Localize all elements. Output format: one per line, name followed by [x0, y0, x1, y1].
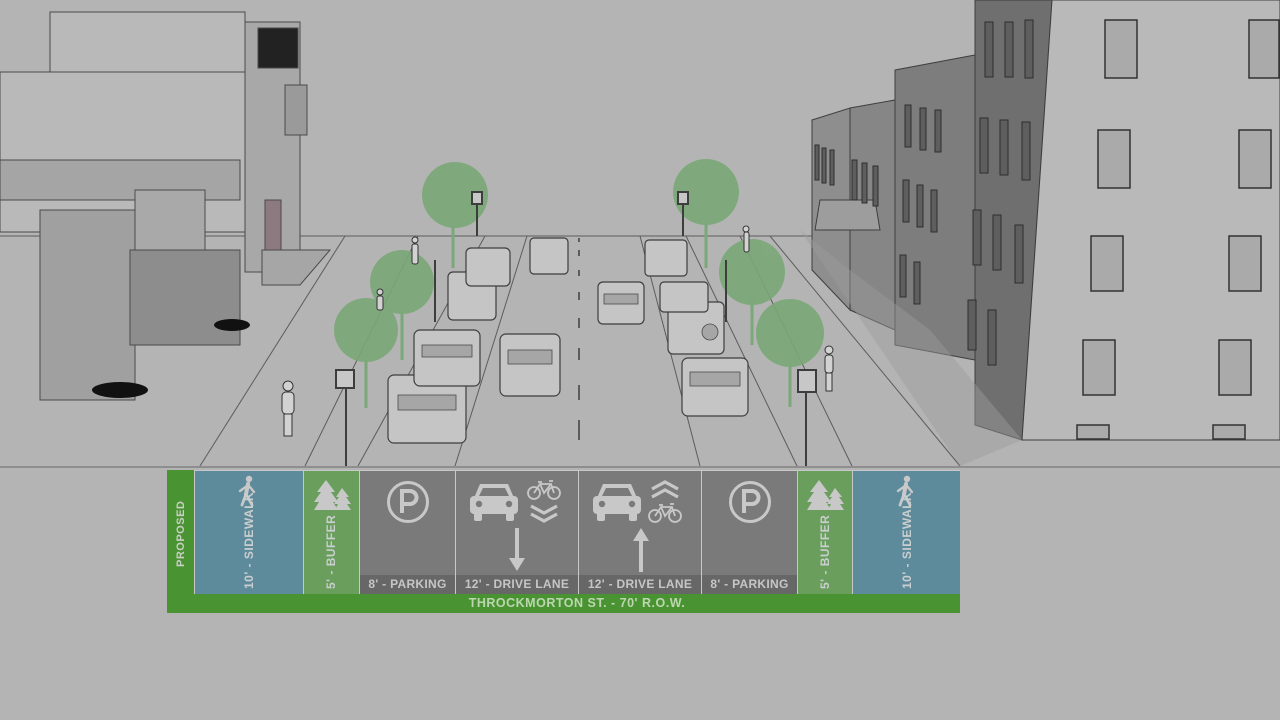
street-trees [334, 159, 824, 367]
parked-and-moving-cars [387, 237, 749, 444]
segment-drive-lane-southbound: 12' - DRIVE LANE [455, 470, 578, 594]
building-windows [1076, 19, 1280, 440]
proposed-status-strip: PROPOSED [167, 470, 194, 594]
pedestrians [281, 225, 834, 437]
street-title: THROCKMORTON ST. - 70' R.O.W. [468, 596, 686, 610]
street-perspective-drawing [0, 0, 1280, 467]
pedestrian-icon [238, 475, 256, 507]
car-icon [470, 484, 518, 521]
right-rowhouses [811, 0, 1280, 441]
segment-buffer-left: 5' - BUFFER [303, 470, 359, 594]
buffer-label: 5' - BUFFER [818, 514, 832, 589]
sidewalk-label: 10' - SIDEWALK [900, 491, 914, 589]
proposed-label: PROPOSED [175, 500, 187, 567]
trees-icon [807, 480, 844, 510]
bicycle-icon [648, 503, 682, 523]
buffer-label: 5' - BUFFER [324, 514, 338, 589]
parking-icon [387, 481, 429, 523]
bicycle-icon [527, 480, 561, 500]
segment-parking-right: 8' - PARKING [701, 470, 797, 594]
street-cross-section-panel: PROPOSED 10' - SIDEWALK 5' - BUFFER [167, 470, 960, 613]
drive-lane-label: 12' - DRIVE LANE [579, 575, 701, 594]
parking-icon [729, 481, 771, 523]
arrow-up-icon [633, 528, 649, 572]
arrow-down-icon [509, 528, 525, 571]
segment-sidewalk-right: 10' - SIDEWALK [852, 470, 960, 594]
segment-sidewalk-left: 10' - SIDEWALK [194, 470, 303, 594]
chevron-down-icon [530, 504, 558, 523]
sign-posts [335, 191, 817, 466]
street-scene-illustration [0, 0, 1280, 467]
parking-label: 8' - PARKING [702, 575, 797, 594]
car-icon [593, 484, 641, 521]
left-building [0, 11, 332, 401]
ground-line [0, 466, 1280, 468]
segment-parking-left: 8' - PARKING [359, 470, 455, 594]
drive-lane-label: 12' - DRIVE LANE [456, 575, 578, 594]
segment-buffer-right: 5' - BUFFER [797, 470, 852, 594]
trees-icon [314, 480, 351, 510]
sidewalk-label: 10' - SIDEWALK [242, 491, 256, 589]
chevron-up-icon [651, 480, 679, 499]
parking-label: 8' - PARKING [360, 575, 455, 594]
segment-drive-lane-northbound: 12' - DRIVE LANE [578, 470, 701, 594]
pedestrian-icon [896, 475, 914, 507]
